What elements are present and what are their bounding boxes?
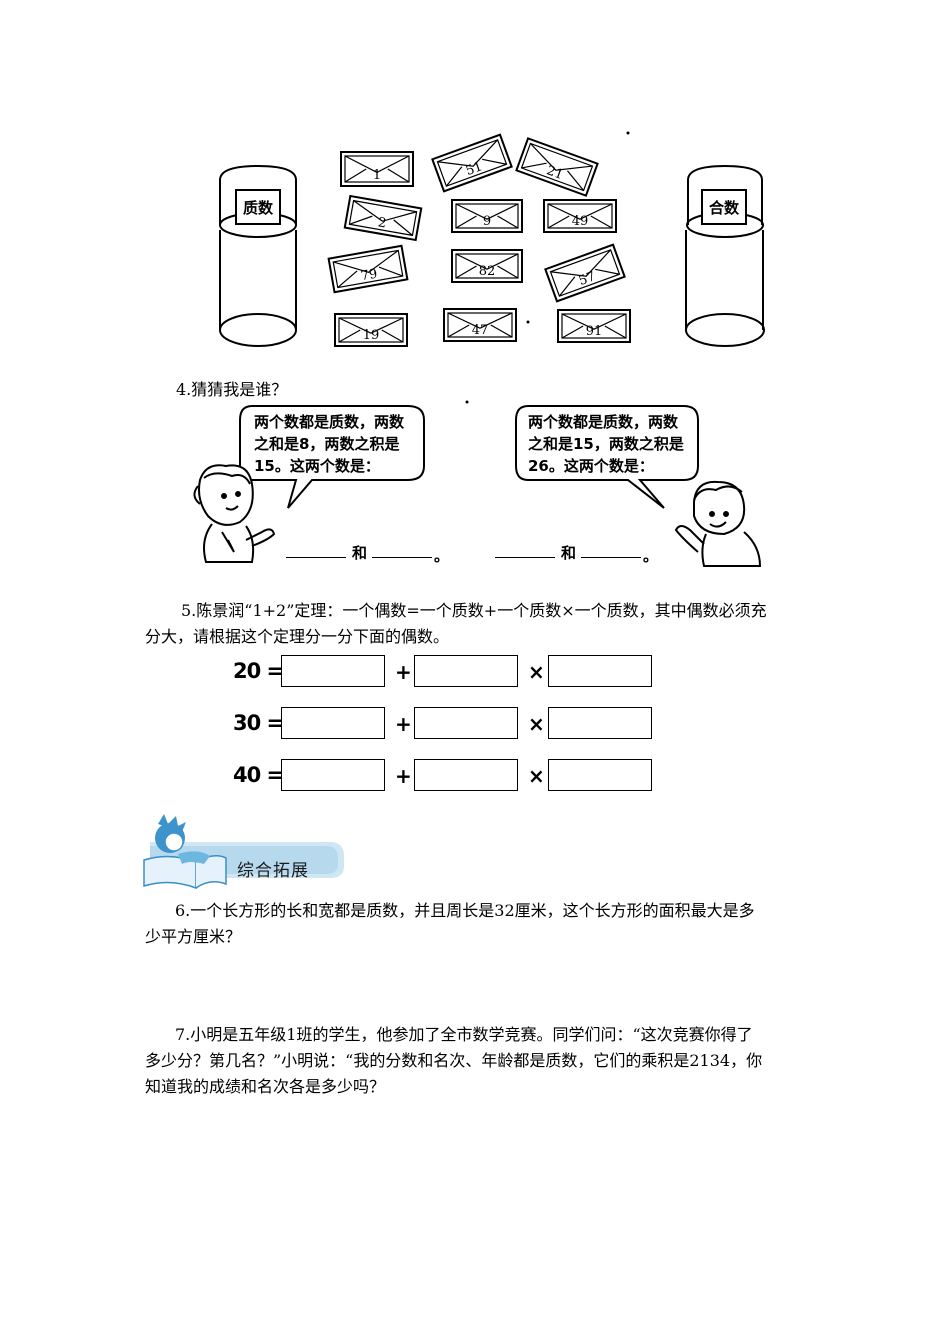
girl-answer-blank-2[interactable]	[372, 557, 432, 558]
prime-box-2[interactable]	[414, 707, 518, 739]
envelope-1[interactable]: 1	[340, 151, 414, 187]
envelope-51[interactable]: 51	[431, 133, 513, 193]
q7-text-line-3: 知道我的成绩和名次各是多少吗？	[145, 1077, 386, 1096]
envelope-number: 91	[586, 324, 603, 339]
envelope-number: 2	[377, 215, 388, 231]
envelope-57[interactable]: 57	[544, 243, 626, 303]
composite-jar	[685, 164, 765, 347]
times-sign: ×	[528, 764, 545, 788]
envelope-number: 82	[479, 264, 496, 279]
prime-jar	[219, 164, 297, 347]
boy-bubble-line-2: 之和是15，两数之积是	[528, 435, 684, 453]
reading-boy-icon	[155, 814, 210, 864]
q5-text-line-2: 分大，请根据这个定理分一分下面的偶数。	[145, 627, 450, 646]
prime-box-2[interactable]	[414, 759, 518, 791]
girl-bubble-line-1: 两个数都是质数，两数	[254, 413, 405, 431]
prime-box-1[interactable]	[281, 655, 385, 687]
times-sign: ×	[528, 660, 545, 684]
times-sign: ×	[528, 712, 545, 736]
equation-label: 40 =	[233, 763, 284, 787]
envelope-number: 51	[464, 159, 485, 179]
boy-answer-blank-2[interactable]	[581, 557, 641, 558]
prime-box-3[interactable]	[548, 655, 652, 687]
composite-jar-label: 合数	[708, 199, 740, 217]
envelope-number: 57	[577, 269, 598, 289]
section-title: 综合拓展	[237, 861, 309, 881]
girl-speech-bubble	[239, 405, 425, 509]
boy-answer-blank-1[interactable]	[495, 557, 555, 558]
prime-box-2[interactable]	[414, 655, 518, 687]
envelope-number: 21	[544, 163, 565, 183]
envelope-number: 19	[363, 328, 380, 343]
girl-bubble-line-3: 15。这两个数是：	[254, 457, 380, 475]
plus-sign: +	[395, 764, 412, 788]
envelope-number: 49	[572, 214, 589, 229]
envelope-91[interactable]: 91	[557, 309, 631, 343]
prime-box-1[interactable]	[281, 707, 385, 739]
envelope-number: 1	[373, 168, 381, 183]
envelope-82[interactable]: 82	[451, 249, 523, 283]
q4-bubbles	[193, 400, 762, 567]
envelope-21[interactable]: 21	[515, 137, 599, 197]
equation-label: 20 =	[233, 659, 284, 683]
q7-text-line-2: 多少分？第几名？”小明说：“我的分数和名次、年龄都是质数，它们的乘积是2134，…	[145, 1051, 763, 1070]
plus-sign: +	[395, 712, 412, 736]
boy-and-word: 和	[561, 544, 577, 562]
prime-box-1[interactable]	[281, 759, 385, 791]
envelope-9[interactable]: 9	[451, 199, 523, 233]
q6-text-line-2: 少平方厘米？	[145, 927, 242, 946]
q4-title: 4.猜猜我是谁？	[176, 380, 288, 399]
q7-text-line-1: 7.小明是五年级1班的学生，他参加了全市数学竞赛。同学们问：“这次竞赛你得了	[175, 1025, 753, 1044]
boy-bubble-line-3: 26。这两个数是：	[528, 457, 654, 475]
prime-box-3[interactable]	[548, 759, 652, 791]
plus-sign: +	[395, 660, 412, 684]
envelope-19[interactable]: 19	[334, 313, 408, 347]
boy-bubble-line-1: 两个数都是质数，两数	[528, 413, 679, 431]
envelope-49[interactable]: 49	[543, 199, 617, 233]
prime-sorting-illustration: 质数 合数 1 51 21 2 9 49 79 82 57 19 47 91	[219, 131, 765, 347]
prime-jar-label: 质数	[243, 199, 274, 217]
q6-text-line-1: 6.一个长方形的长和宽都是质数，并且周长是32厘米，这个长方形的面积最大是多	[175, 901, 755, 920]
envelope-79[interactable]: 79	[327, 244, 409, 294]
girl-and-word: 和	[352, 544, 368, 562]
envelope-2[interactable]: 2	[343, 194, 423, 242]
envelope-47[interactable]: 47	[443, 308, 517, 342]
boy-figure	[674, 480, 762, 567]
section-banner	[143, 814, 344, 890]
girl-bubble-line-2: 之和是8，两数之积是	[254, 435, 400, 453]
envelope-number: 79	[360, 267, 379, 285]
equation-label: 30 =	[233, 711, 284, 735]
envelope-number: 47	[472, 323, 489, 338]
girl-period: 。	[434, 547, 450, 565]
boy-period: 。	[643, 547, 659, 565]
girl-answer-blank-1[interactable]	[286, 557, 346, 558]
envelope-number: 9	[483, 214, 491, 229]
girl-figure	[193, 464, 276, 563]
prime-box-3[interactable]	[548, 707, 652, 739]
q5-text-line-1: 5.陈景润“1+2”定理：一个偶数=一个质数+一个质数×一个质数，其中偶数必须充	[181, 601, 767, 620]
boy-speech-bubble	[515, 405, 699, 509]
